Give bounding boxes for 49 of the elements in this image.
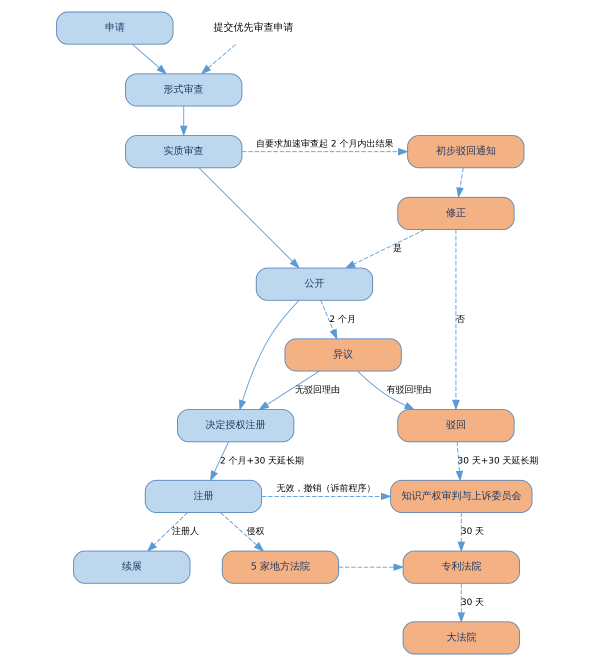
- arrow: [320, 300, 337, 340]
- edge-label: 自要求加速审查起 2 个月内出结果: [256, 139, 393, 150]
- node-box: 续展: [72, 550, 190, 584]
- arrow: [179, 106, 187, 137]
- edge-label: 否: [455, 314, 464, 325]
- node-box: 注册: [144, 480, 262, 513]
- edge-label: 无效，撤销（诉前程序）: [276, 484, 376, 494]
- node-box: 决定授权注册: [176, 409, 294, 442]
- edge-label: 注册人: [172, 527, 199, 538]
- arrow: [457, 512, 465, 552]
- edge-label: 有驳回理由: [386, 386, 431, 396]
- arrow: [238, 300, 299, 411]
- edge-label: 是: [392, 244, 402, 254]
- edge-label: 30 天: [460, 527, 484, 538]
- arrow: [220, 512, 264, 552]
- arrow: [457, 582, 465, 624]
- node-box: 公开: [255, 268, 373, 301]
- arrow: [258, 370, 320, 410]
- arrow: [344, 229, 424, 269]
- arrow: [456, 168, 464, 198]
- arrow: [357, 370, 415, 410]
- node-box: 5 家地方法院: [221, 550, 339, 584]
- arrow: [132, 44, 167, 74]
- edge-label: 2 个月: [328, 314, 356, 325]
- node-box: 形式审查: [124, 73, 242, 106]
- node-box: 初步驳回通知: [406, 135, 524, 168]
- edge-label: 无驳回理由: [294, 386, 340, 396]
- arrow: [210, 441, 228, 482]
- node-box: 修正: [396, 196, 514, 230]
- edge-label: 2 个月+30 天延长期: [219, 456, 304, 466]
- edge-label: 30 天+30 天延长期: [457, 456, 538, 466]
- node-text: 提交优先审查申请: [213, 22, 294, 34]
- edge-label: 侵权: [246, 527, 264, 538]
- arrow: [338, 563, 404, 571]
- arrow: [198, 167, 300, 269]
- node-box: 专利法院: [402, 550, 520, 584]
- arrow: [261, 492, 392, 500]
- arrow: [200, 44, 236, 74]
- arrow: [455, 441, 463, 482]
- arrow: [452, 229, 460, 411]
- node-box: 异议: [284, 338, 402, 372]
- node-box: 申请: [56, 12, 173, 45]
- node-box: 知识产权审判与上诉委员会: [390, 480, 532, 513]
- node-box: 驳回: [396, 409, 514, 442]
- node-box: 实质审查: [124, 135, 242, 168]
- node-box: 大法院: [402, 621, 520, 654]
- edge-label: 30 天: [460, 598, 484, 608]
- arrow: [146, 512, 188, 552]
- arrow: [241, 148, 408, 156]
